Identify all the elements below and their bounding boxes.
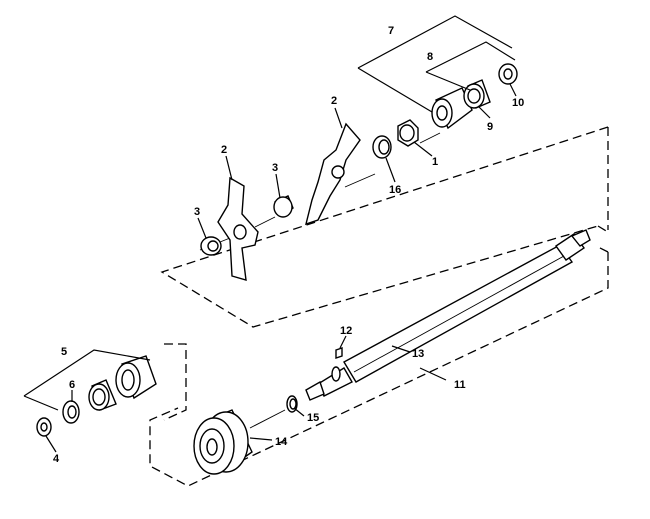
washer-part-16 — [372, 135, 392, 159]
callout-15: 15 — [307, 412, 319, 424]
bearing-part-6 — [88, 379, 117, 411]
nut-part-1 — [397, 119, 419, 147]
callout-7: 7 — [388, 25, 394, 37]
callout-10: 10 — [512, 97, 524, 109]
callout-11: 11 — [454, 379, 466, 391]
shaft-part-13 — [305, 229, 591, 401]
leader-lines — [45, 83, 517, 453]
washer-part-6 — [62, 400, 80, 424]
callout-14: 14 — [275, 436, 288, 448]
lower-axis-line — [249, 409, 286, 429]
callout-3-left: 3 — [194, 206, 200, 218]
callout-5: 5 — [61, 346, 67, 358]
lower-left-bracket — [163, 343, 187, 421]
callout-12: 12 — [340, 325, 352, 337]
callout-13: 13 — [412, 348, 424, 360]
upper-assembly-boundary — [160, 126, 609, 328]
bracket-7 — [357, 15, 513, 113]
spacer-part-3-left — [200, 236, 222, 256]
callout-4: 4 — [53, 453, 60, 465]
nut-part-10 — [498, 63, 518, 85]
pulley-part-14 — [193, 409, 253, 475]
lower-assembly-boundary — [149, 245, 609, 487]
callout-2-left: 2 — [221, 144, 227, 156]
key-part-12 — [335, 347, 343, 359]
blade-part-2-right — [305, 122, 361, 226]
bearing-housing-part-7 — [431, 87, 473, 130]
callout-9: 9 — [487, 121, 493, 133]
callout-1: 1 — [432, 156, 438, 168]
blade-part-2-left — [217, 176, 259, 281]
bracket-5 — [23, 349, 151, 411]
bearing-part-9 — [463, 79, 491, 109]
callout-3-middle: 3 — [272, 162, 278, 174]
callout-8: 8 — [427, 51, 433, 63]
bearing-housing-part-5 — [115, 355, 157, 400]
callout-2-right: 2 — [331, 95, 337, 107]
callout-6: 6 — [69, 379, 75, 391]
callout-16: 16 — [389, 184, 401, 196]
bracket-8 — [425, 41, 516, 91]
nut-part-4 — [36, 417, 52, 437]
spacer-part-3-middle — [273, 195, 294, 218]
